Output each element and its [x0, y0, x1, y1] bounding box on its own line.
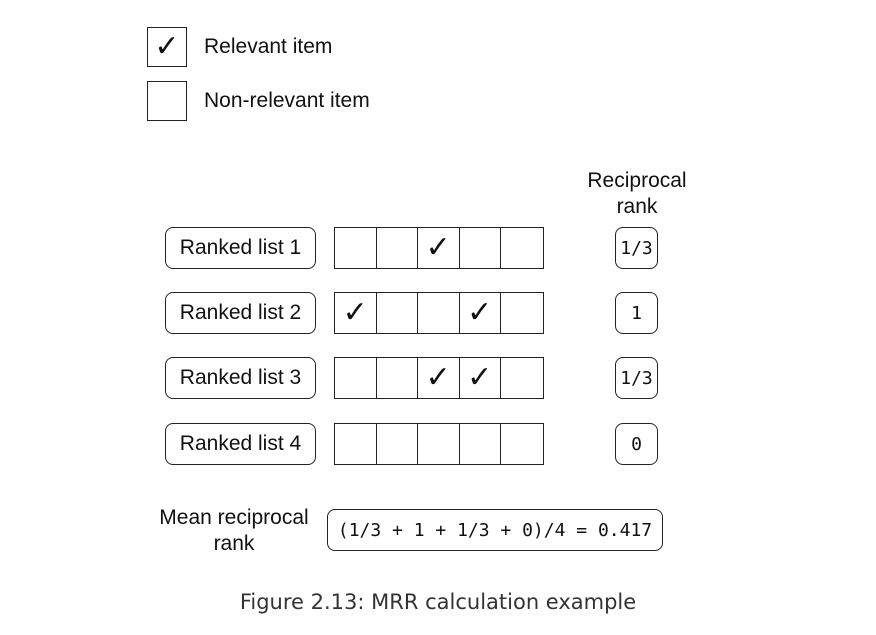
nonrelevant-item-cell: [418, 293, 460, 333]
relevant-item-cell: ✓: [460, 293, 501, 333]
mean-formula: (1/3 + 1 + 1/3 + 0)/4 = 0.417: [327, 509, 663, 551]
nonrelevant-item-cell: [377, 293, 418, 333]
ranked-list-items: ✓✓: [334, 357, 544, 399]
empty-box-icon: [147, 81, 187, 121]
legend-nonrelevant-label: Non-relevant item: [204, 89, 370, 112]
nonrelevant-item-cell: [335, 358, 377, 398]
reciprocal-rank-value: 1/3: [615, 227, 658, 269]
check-icon: ✓: [147, 27, 187, 67]
relevant-item-cell: ✓: [418, 228, 460, 268]
mean-reciprocal-rank-label: Mean reciprocal rank: [146, 505, 322, 557]
relevant-item-cell: ✓: [335, 293, 377, 333]
legend-relevant-label: Relevant item: [204, 35, 333, 58]
nonrelevant-item-cell: [501, 424, 543, 464]
mean-label-line-2: rank: [213, 532, 255, 555]
figure-caption: Figure 2.13: MRR calculation example: [239, 590, 637, 614]
ranked-list-label: Ranked list 1: [165, 227, 316, 269]
nonrelevant-item-cell: [501, 293, 543, 333]
reciprocal-rank-header: Reciprocal rank: [572, 168, 702, 220]
relevant-item-cell: ✓: [418, 358, 460, 398]
ranked-list-items: [334, 423, 544, 465]
nonrelevant-item-cell: [335, 424, 377, 464]
legend-nonrelevant: Non-relevant item: [147, 81, 370, 121]
nonrelevant-item-cell: [501, 358, 543, 398]
header-line-2: rank: [616, 195, 658, 218]
reciprocal-rank-value: 1/3: [615, 357, 658, 399]
nonrelevant-item-cell: [460, 424, 501, 464]
nonrelevant-item-cell: [501, 228, 543, 268]
reciprocal-rank-value: 0: [615, 423, 658, 465]
legend-relevant: ✓ Relevant item: [147, 27, 332, 67]
relevant-item-cell: ✓: [460, 358, 501, 398]
header-line-1: Reciprocal: [587, 169, 687, 192]
mean-label-line-1: Mean reciprocal: [159, 506, 309, 529]
nonrelevant-item-cell: [377, 358, 418, 398]
nonrelevant-item-cell: [335, 228, 377, 268]
nonrelevant-item-cell: [377, 228, 418, 268]
reciprocal-rank-value: 1: [615, 292, 658, 334]
ranked-list-label: Ranked list 4: [165, 423, 316, 465]
ranked-list-items: ✓: [334, 227, 544, 269]
nonrelevant-item-cell: [418, 424, 460, 464]
nonrelevant-item-cell: [460, 228, 501, 268]
ranked-list-label: Ranked list 2: [165, 292, 316, 334]
ranked-list-items: ✓✓: [334, 292, 544, 334]
ranked-list-label: Ranked list 3: [165, 357, 316, 399]
nonrelevant-item-cell: [377, 424, 418, 464]
